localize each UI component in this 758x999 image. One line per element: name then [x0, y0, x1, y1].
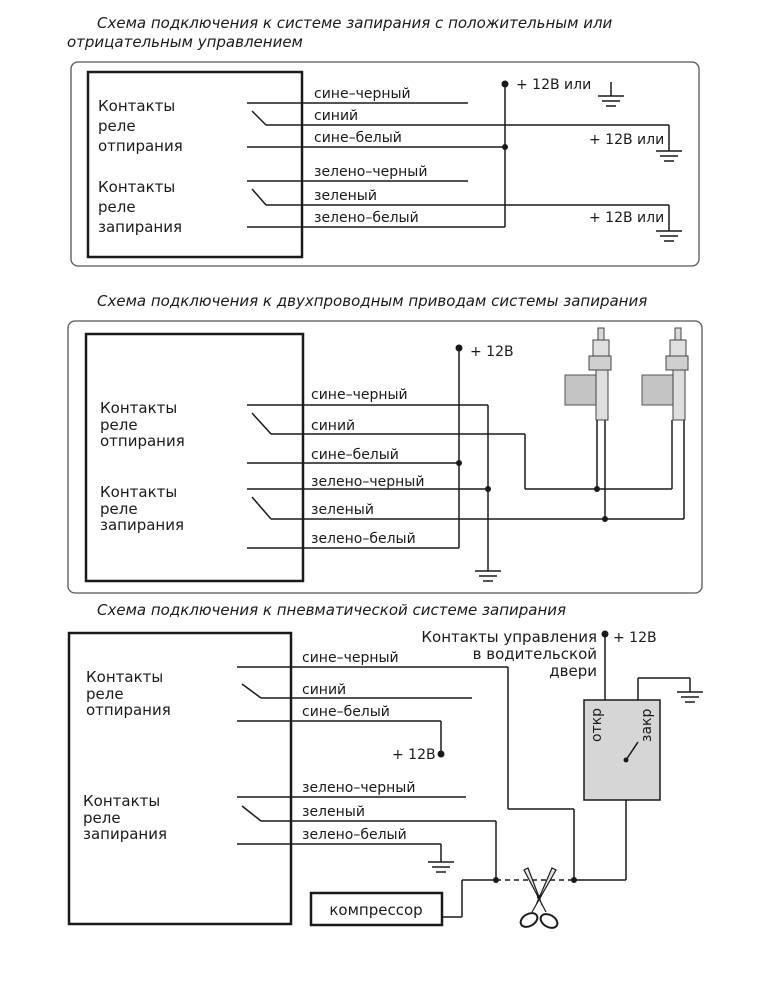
scissors-icon: [519, 867, 559, 929]
ground-symbol-icon: [428, 861, 454, 873]
diagram-2: Схема подключения к двухпроводным привод…: [67, 292, 703, 594]
diagram-1-frame: [70, 61, 700, 267]
wire-label-blue-1: синий: [314, 108, 358, 124]
unlock-relay-label-line-2: реле: [100, 416, 138, 434]
unlock-contact-switch-2: [251, 412, 272, 435]
lock-relay-label-line-3: запирания: [83, 825, 167, 843]
lock-relay-label-line-2: реле: [100, 500, 138, 518]
diagram-1-title-line-2: отрицательным управлением: [67, 33, 303, 51]
ground-symbol-icon: [656, 125, 682, 162]
door-contacts-label-line-1: Контакты управления: [421, 628, 597, 646]
door-switch-open-label: откр: [589, 708, 605, 742]
lock-relay-label-line-2: реле: [83, 809, 121, 827]
lock-relay-label-line-2: реле: [98, 198, 136, 216]
compressor-box: [309, 891, 444, 927]
junction-dot: [456, 460, 462, 466]
junction-dot: [485, 486, 491, 492]
ground-symbol-icon: [656, 205, 682, 242]
wire-label-blue-black-1: сине–черный: [314, 86, 411, 102]
junction-dot: [594, 486, 600, 492]
wire-label-green-white-3: зелено–белый: [302, 827, 407, 843]
relay-box-1: [86, 70, 304, 259]
junction-dot: [502, 144, 508, 150]
unlock-relay-label-line-2: реле: [86, 685, 124, 703]
lock-contact-switch-1: [251, 188, 267, 206]
diagram-2-frame: [67, 320, 703, 594]
door-switch-box: [583, 699, 661, 801]
power-label-blue-1: + 12В или: [589, 132, 664, 148]
junction-dot: [602, 516, 608, 522]
diagram-3-title: Схема подключения к пневматической систе…: [97, 601, 566, 619]
ground-symbol-icon: [677, 691, 703, 703]
lock-contact-switch-2: [251, 496, 272, 520]
wire-label-green-black-2: зелено–черный: [311, 474, 424, 490]
wire-label-blue-3: синий: [302, 682, 346, 698]
junction-dot: [501, 80, 509, 88]
unlock-relay-label-line-1: Контакты: [86, 668, 163, 686]
unlock-relay-label-line-3: отпирания: [98, 137, 183, 155]
diagram-1: Схема подключения к системе запирания с …: [67, 14, 700, 267]
door-switch-close-label: закр: [639, 709, 655, 742]
diagram-1-title-line-1: Схема подключения к системе запирания с …: [97, 14, 613, 32]
diagram-2-title: Схема подключения к двухпроводным привод…: [97, 292, 647, 310]
lock-relay-label-line-3: запирания: [98, 218, 182, 236]
ground-symbol-icon: [475, 570, 501, 582]
unlock-contact-switch-1: [251, 110, 267, 126]
relay-box-2: [84, 332, 305, 583]
unlock-relay-label-line-1: Контакты: [98, 97, 175, 115]
power-label-3: + 12В: [392, 747, 436, 763]
ground-symbol-icon: [598, 82, 624, 107]
lock-contact-switch-3: [241, 805, 262, 822]
wire-label-green-black-1: зелено–черный: [314, 164, 427, 180]
compressor-label: компрессор: [329, 901, 422, 919]
relay-box-3: [67, 631, 293, 926]
unlock-contact-switch-3: [241, 683, 262, 699]
junction-dot: [455, 344, 463, 352]
wire-label-green-2: зеленый: [311, 502, 374, 518]
wire-label-green-white-1: зелено–белый: [314, 210, 419, 226]
door-lock-actuator-icon: [641, 327, 689, 421]
door-switch-lever: [625, 741, 639, 761]
junction-dot: [623, 757, 629, 763]
wire-label-blue-white-1: сине–белый: [314, 130, 402, 146]
wire-label-green-black-3: зелено–черный: [302, 780, 415, 796]
wire-label-blue-black-2: сине–черный: [311, 387, 408, 403]
lock-relay-label-line-3: запирания: [100, 516, 184, 534]
lock-relay-label-line-1: Контакты: [100, 483, 177, 501]
diagram-3: Схема подключения к пневматической систе…: [67, 601, 703, 929]
wire-label-blue-black-3: сине–черный: [302, 650, 399, 666]
wire-label-blue-white-2: сине–белый: [311, 447, 399, 463]
wire-label-blue-white-3: сине–белый: [302, 704, 390, 720]
door-contacts-label-line-3: двери: [549, 662, 597, 680]
lock-relay-label-line-1: Контакты: [98, 178, 175, 196]
power-label-green-1: + 12В или: [589, 210, 664, 226]
wire-label-green-3: зеленый: [302, 804, 365, 820]
unlock-relay-label-line-3: отпирания: [100, 432, 185, 450]
power-label-top-1: + 12В или: [516, 77, 591, 93]
power-label-2: + 12В: [470, 344, 514, 360]
lock-relay-label-line-1: Контакты: [83, 792, 160, 810]
unlock-relay-label-line-2: реле: [98, 117, 136, 135]
door-contacts-label-line-2: в водительской: [473, 645, 597, 663]
unlock-relay-label-line-1: Контакты: [100, 399, 177, 417]
junction-dot: [437, 750, 445, 758]
unlock-relay-label-line-3: отпирания: [86, 701, 171, 719]
door-lock-actuator-icon: [564, 327, 612, 421]
power-label-door: + 12В: [613, 630, 657, 646]
wire-label-blue-2: синий: [311, 418, 355, 434]
wire-label-green-white-2: зелено–белый: [311, 531, 416, 547]
wire-label-green-1: зеленый: [314, 188, 377, 204]
